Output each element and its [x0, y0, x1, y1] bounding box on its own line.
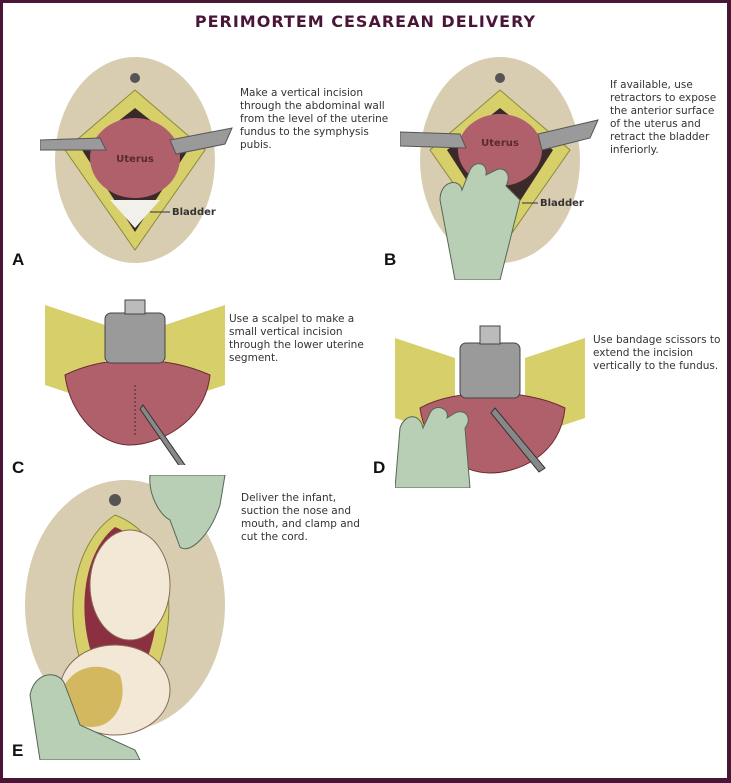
infant-hair	[60, 666, 123, 727]
panel-d-caption: Use bandage scissors to extend the incis…	[593, 334, 721, 372]
retractor-handle	[479, 325, 501, 345]
panel-a-caption: Make a vertical incision through the abd…	[240, 87, 389, 151]
lower-gloved-hand	[29, 674, 141, 760]
umbilicus	[109, 494, 121, 506]
panel-e-illustration	[25, 475, 226, 760]
uterus-label: Uterus	[116, 154, 154, 165]
umbilicus	[130, 73, 140, 83]
uterus	[64, 359, 211, 446]
panel-e-letter: E	[12, 741, 24, 760]
umbilicus	[495, 73, 505, 83]
right-retractor	[169, 127, 233, 155]
bandage-scissors	[490, 407, 546, 473]
upper-gloved-hand	[149, 475, 226, 550]
bladder-retractor	[104, 312, 166, 364]
retractor-handle	[124, 299, 146, 315]
panel-d-illustration	[395, 325, 585, 488]
gloved-hand	[395, 407, 471, 488]
panel-b-caption: If available, use retractors to expose t…	[610, 79, 717, 156]
panel-c-letter: C	[12, 458, 25, 477]
panel-a-illustration: Uterus Bladder	[40, 57, 233, 263]
right-retractor	[537, 119, 599, 151]
panel-b-illustration: Uterus Bladder	[400, 57, 599, 280]
panel-a-letter: A	[12, 250, 25, 269]
bladder	[110, 200, 160, 228]
panel-e-caption: Deliver the infant, suction the nose and…	[241, 492, 360, 543]
uterus	[90, 118, 180, 198]
bladder-label: Bladder	[172, 207, 216, 218]
gloved-hand	[439, 163, 521, 280]
scalpel	[139, 404, 186, 465]
left-retractor	[400, 131, 467, 149]
panel-c-caption: Use a scalpel to make a small vertical i…	[229, 313, 364, 364]
bladder-retractor	[459, 342, 521, 399]
panel-d-letter: D	[373, 458, 386, 477]
left-retractor	[40, 137, 107, 151]
uterus-label: Uterus	[481, 138, 519, 149]
panel-c-illustration	[45, 299, 225, 465]
panel-b-letter: B	[384, 250, 397, 269]
figure-title: PERIMORTEM CESAREAN DELIVERY	[194, 12, 537, 31]
infant-body	[89, 529, 171, 641]
bladder-label: Bladder	[540, 198, 584, 209]
